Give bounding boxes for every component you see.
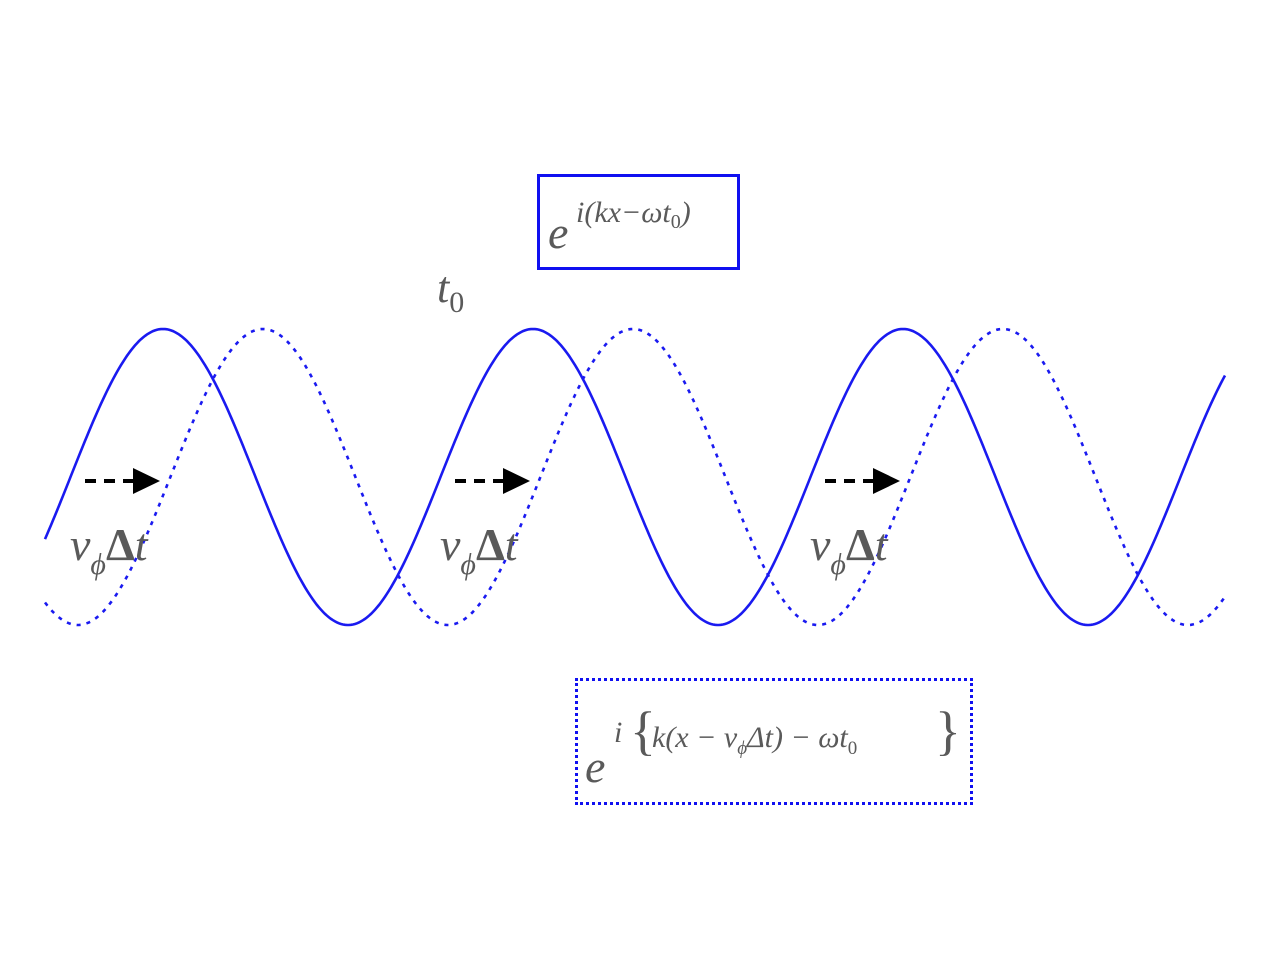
shift-label-v: v	[810, 519, 831, 570]
shift-arrow-head-1	[133, 468, 160, 494]
shift-label-phi: ϕ	[460, 548, 476, 581]
wave-at-t0-solid	[43, 327, 1227, 627]
shift-label-t: t	[134, 519, 148, 570]
formula-bottom-inner-b: Δt) − ωt	[747, 721, 848, 754]
shift-label-2: vϕΔt	[440, 518, 518, 582]
time-label-sub: 0	[449, 286, 465, 319]
shift-label-delta: Δ	[475, 519, 505, 570]
shift-label-3: vϕΔt	[810, 518, 888, 582]
formula-box-original-wave	[537, 174, 740, 270]
shift-label-v: v	[70, 519, 91, 570]
formula-bottom-close-brace: }	[935, 701, 961, 761]
shift-label-v: v	[440, 519, 461, 570]
formula-top-exponent-text: i(kx−ωt	[576, 196, 671, 229]
formula-bottom-open-brace: {	[630, 701, 656, 761]
shift-label-t: t	[874, 519, 888, 570]
formula-bottom-inner-a: k(x − v	[652, 721, 738, 754]
shift-label-delta: Δ	[845, 519, 875, 570]
shift-label-delta: Δ	[105, 519, 135, 570]
formula-bottom-inner: k(x − vϕΔt) − ωt0	[652, 721, 857, 760]
formula-top-exponent: i(kx−ωt0)	[576, 196, 691, 234]
shift-arrow-head-2	[503, 468, 530, 494]
phase-velocity-arrows	[85, 468, 900, 494]
formula-top-base: e	[548, 207, 569, 258]
shift-label-phi: ϕ	[830, 548, 846, 581]
formula-bottom-base: e	[585, 741, 606, 792]
wave-shifted-dotted	[43, 327, 1227, 627]
time-label-t: t	[437, 263, 450, 312]
formula-box-shifted-wave	[575, 678, 973, 805]
shift-arrow-head-3	[873, 468, 900, 494]
shift-label-phi: ϕ	[90, 548, 106, 581]
formula-top-exponent-close: )	[680, 196, 691, 229]
shift-label-1: vϕΔt	[70, 518, 148, 582]
formula-bottom-i: i	[614, 716, 623, 749]
shift-label-t: t	[504, 519, 518, 570]
formula-bottom-inner-sub-0: 0	[847, 738, 858, 759]
formula-bottom-inner-sub-phi: ϕ	[737, 738, 748, 759]
formula-top-exponent-sub: 0	[670, 211, 681, 233]
time-label: t0	[437, 262, 464, 320]
